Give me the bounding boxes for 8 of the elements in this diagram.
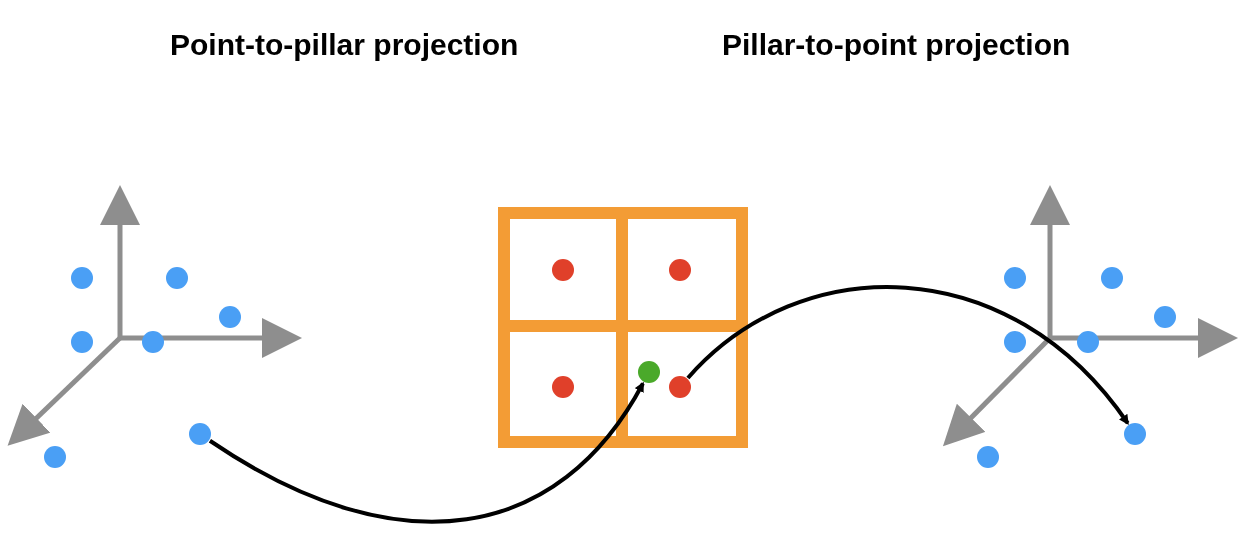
point-dot — [1124, 423, 1146, 445]
point-dot — [638, 361, 660, 383]
heading: Pillar-to-point projection — [722, 28, 1071, 62]
heading: Point-to-pillar projection — [170, 28, 519, 62]
point-dot — [669, 376, 691, 398]
curved-arrow — [208, 381, 645, 524]
point-dot — [189, 423, 211, 445]
curved-arrow — [686, 285, 1130, 425]
